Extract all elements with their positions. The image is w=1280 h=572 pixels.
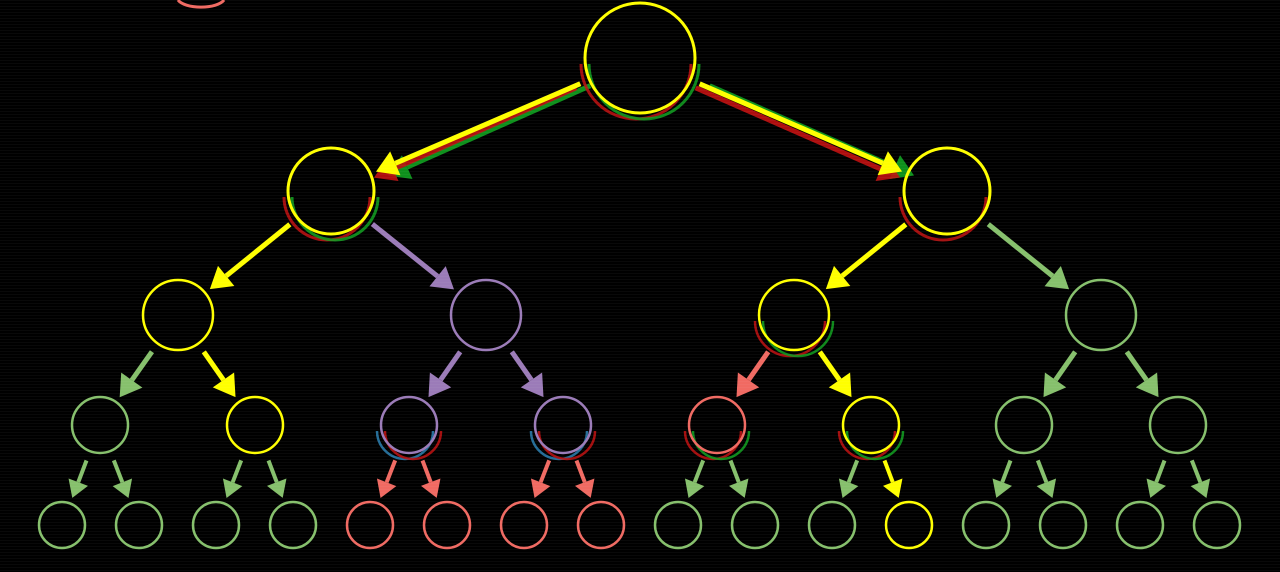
edge-n1-n2-ghost-green (388, 83, 592, 179)
tree-node-n29 (1038, 500, 1088, 550)
node-circle (191, 500, 241, 550)
node-circle (70, 395, 130, 455)
tree-node-n7 (1064, 278, 1138, 352)
node-circle (687, 395, 747, 455)
node-circle (141, 278, 215, 352)
node-circle (345, 500, 395, 550)
node-circle (499, 500, 549, 550)
node-circle (994, 395, 1054, 455)
edge-n12-n24 (684, 459, 706, 498)
node-circle (807, 500, 857, 550)
tree-node-n18 (191, 500, 241, 550)
tree-node-n9 (225, 395, 285, 455)
tree-node-n27 (884, 500, 934, 550)
edge-n9-n18 (222, 459, 244, 498)
edge-n5-n11 (509, 350, 544, 398)
node-circle (1115, 500, 1165, 550)
node-circle (379, 395, 439, 455)
edge-n10-n21 (420, 459, 441, 498)
edge-n7-n15 (1124, 350, 1159, 398)
tree-node-n22 (499, 500, 549, 550)
node-circle (422, 500, 472, 550)
tree-node-n8 (70, 395, 130, 455)
tree-node-n11 (529, 395, 597, 461)
edge-n8-n16 (68, 459, 89, 498)
node-circle (37, 500, 87, 550)
edge-n6-n12 (736, 350, 771, 398)
tree-node-n14 (994, 395, 1054, 455)
node-circle (1148, 395, 1208, 455)
node-circle (268, 500, 318, 550)
edges-layer (68, 81, 1211, 498)
tree-node-n23 (576, 500, 626, 550)
tree-node-n25 (730, 500, 780, 550)
node-circle (583, 1, 697, 115)
edge-n1-n2 (376, 81, 582, 176)
edge-n3-n6 (825, 222, 908, 290)
tree-node-n4 (141, 278, 215, 352)
edge-n14-n29 (1035, 459, 1057, 498)
node-circle (757, 278, 831, 352)
tree-node-n20 (345, 500, 395, 550)
edge-n7-n14 (1043, 350, 1078, 398)
node-circle (114, 500, 164, 550)
tree-node-n2 (282, 146, 380, 242)
edge-n3-n7 (986, 222, 1070, 290)
edge-n13-n27 (882, 459, 903, 498)
edge-n15-n30 (1146, 459, 1167, 498)
edge-n10-n20 (376, 459, 398, 498)
nodes-layer (37, 1, 1242, 550)
edge-n6-n13 (817, 350, 852, 398)
tree-node-n21 (422, 500, 472, 550)
node-circle (286, 146, 376, 236)
node-circle (1192, 500, 1242, 550)
tree-node-n3 (898, 146, 992, 242)
node-circle (1038, 500, 1088, 550)
edge-n2-n4 (209, 222, 292, 290)
edge-n5-n10 (428, 350, 463, 398)
tree-node-n10 (375, 395, 443, 461)
tree-node-n26 (807, 500, 857, 550)
tree-node-n31 (1192, 500, 1242, 550)
node-circle (902, 146, 992, 236)
edge-n2-n5 (370, 222, 454, 290)
edge-n11-n23 (574, 459, 595, 498)
node-circle (576, 500, 626, 550)
tree-node-n19 (268, 500, 318, 550)
corner-arc-fragment (176, 0, 226, 9)
node-circle (841, 395, 901, 455)
edge-n4-n9 (201, 350, 236, 398)
edge-n9-n19 (266, 459, 287, 498)
node-circle (653, 500, 703, 550)
node-circle (225, 395, 285, 455)
tree-node-n30 (1115, 500, 1165, 550)
tree-node-n5 (449, 278, 523, 352)
edge-n4-n8 (119, 350, 155, 398)
tree-node-n1 (579, 1, 701, 121)
tree-node-n24 (653, 500, 703, 550)
tree-node-n12 (683, 395, 751, 461)
node-circle (533, 395, 593, 455)
edge-n12-n25 (728, 459, 749, 498)
edge-n13-n26 (838, 459, 860, 498)
edge-n1-n3-ghost-red (694, 85, 901, 181)
tree-node-n16 (37, 500, 87, 550)
node-circle (449, 278, 523, 352)
tree-node-n6 (753, 278, 835, 358)
node-circle (884, 500, 934, 550)
edge-n15-n31 (1189, 459, 1211, 498)
tree-node-n15 (1148, 395, 1208, 455)
corner-fragment-layer (176, 0, 226, 9)
edge-n11-n22 (530, 459, 552, 498)
node-circle (730, 500, 780, 550)
edge-n1-n3 (698, 81, 903, 176)
node-circle (1064, 278, 1138, 352)
edge-n14-n28 (992, 459, 1013, 498)
edge-n8-n17 (111, 459, 133, 498)
tree-node-n13 (837, 395, 905, 461)
node-circle (961, 500, 1011, 550)
tree-node-n28 (961, 500, 1011, 550)
tree-node-n17 (114, 500, 164, 550)
